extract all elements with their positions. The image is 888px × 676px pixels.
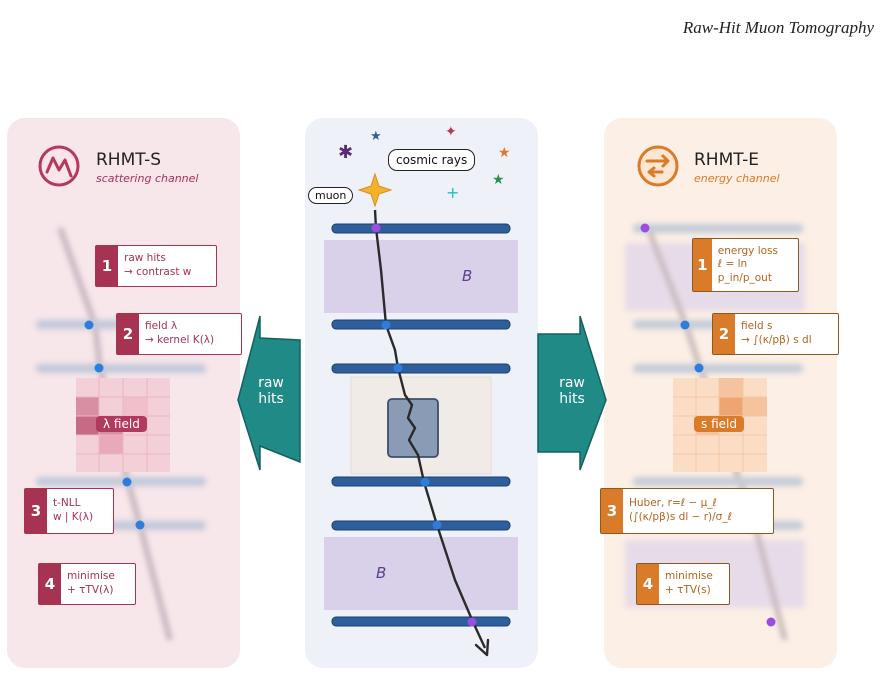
scatter-hit-points [84,320,145,530]
step-line: → ∫(κ/pβ) s dl [741,334,812,346]
scatter-subtitle: scattering channel [96,172,199,185]
field-b-label-bottom: B [376,564,387,582]
field-b-label-top: B [462,267,473,285]
step-line: t-NLL [53,497,81,510]
step-number: 1 [96,246,118,286]
step-number: 1 [693,239,712,291]
right-raw-hits-arrow [537,315,607,471]
step-line: field λ [145,320,178,333]
energy-step-2: 2 field s→ ∫(κ/pβ) s dl [712,313,839,355]
energy-title: RHMT-E [694,150,759,170]
scatter-step-1: 1 raw hits→ contrast w [95,245,217,287]
svg-text:★: ★ [498,145,511,161]
scatter-step-4: 4 minimise+ τTV(λ) [38,563,136,605]
scatter-title: RHMT-S [96,150,162,170]
muon-label: muon [308,187,354,204]
left-raw-hits-arrow [237,315,301,471]
page-title: Raw-Hit Muon Tomography [682,18,874,37]
muon-star-icon [357,172,393,208]
step-line: w | K(λ) [53,511,94,523]
magnetic-field-region-bottom [324,537,518,610]
energy-subtitle: energy channel [694,172,780,185]
svg-text:✦: ✦ [445,124,457,140]
scatter-logo-icon [38,145,80,187]
svg-text:★: ★ [492,172,505,188]
arrow-label-line: hits [258,391,284,408]
scatter-step-2: 2 field λ→ kernel K(λ) [116,313,242,355]
s-field-label: s field [694,416,744,432]
energy-step-4: 4 minimise+ τTV(s) [636,563,730,605]
step-line: energy loss [717,244,779,257]
step-number: 3 [601,489,623,533]
arrow-label-line: raw [258,375,284,391]
energy-hit-points [640,223,776,627]
energy-logo-icon [637,145,679,187]
step-line: ℓ = ln p_in/p_out [717,258,772,284]
detector-planes [331,223,511,627]
step-line: minimise [665,570,713,583]
cosmic-stars: ✱ ★ ✦ ★ ★ + [338,124,511,208]
step-line: Huber, r=ℓ − μ_ℓ [629,497,717,510]
svg-text:+: + [446,183,459,202]
arrow-label-line: hits [559,391,585,408]
svg-text:✱: ✱ [338,142,353,163]
step-line: minimise [67,570,115,583]
step-line: + τTV(λ) [67,584,114,596]
lambda-field-label: λ field [96,416,147,432]
magnetic-field-region-top [324,240,518,313]
step-line: → kernel K(λ) [145,334,215,346]
muon-track [373,209,487,649]
step-line: field s [741,320,773,333]
step-number: 2 [117,314,139,354]
step-number: 2 [713,314,735,354]
left-arrow-label: raw hits [241,375,301,407]
dense-object [387,398,439,458]
arrow-label-line: raw [559,375,585,391]
step-number: 4 [39,564,61,604]
track-arrowhead [474,638,490,657]
center-hit-points [371,223,477,627]
step-line: raw hits [124,252,166,265]
step-line: (∫(κ/pβ)s dl − r)/σ_ℓ [629,511,732,523]
cosmic-rays-label: cosmic rays [388,149,476,171]
svg-text:★: ★ [370,129,382,144]
step-number: 4 [637,564,659,604]
step-line: → contrast w [124,266,192,278]
step-number: 3 [25,489,47,533]
step-line: + τTV(s) [665,584,711,596]
right-arrow-label: raw hits [542,375,602,407]
energy-step-3: 3 Huber, r=ℓ − μ_ℓ(∫(κ/pβ)s dl − r)/σ_ℓ [600,488,774,534]
